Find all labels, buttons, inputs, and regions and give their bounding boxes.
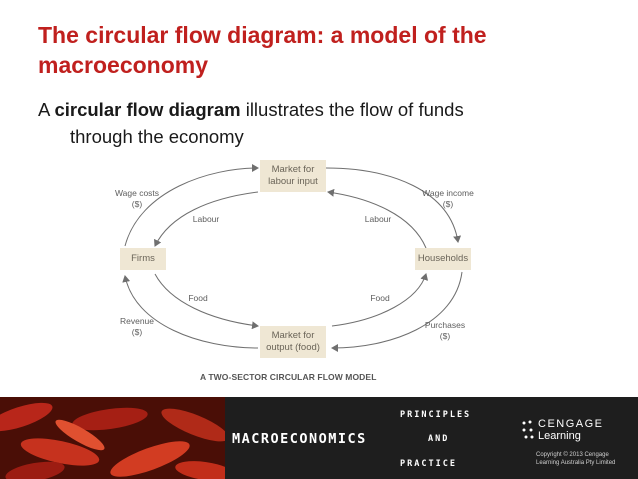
wage-costs-line1: Wage costs bbox=[114, 188, 160, 198]
publisher-sub: Learning bbox=[538, 430, 581, 442]
wage-income-arrow bbox=[325, 167, 462, 243]
market-output-line1: Market for bbox=[271, 330, 315, 341]
wage-income-line1: Wage income bbox=[422, 188, 474, 198]
flow-arrows bbox=[122, 164, 463, 352]
diagram-caption: A TWO-SECTOR CIRCULAR FLOW MODEL bbox=[200, 372, 377, 382]
wage-costs-arrow bbox=[124, 164, 259, 247]
purchases-line1: Purchases bbox=[424, 320, 466, 330]
households-node: Households bbox=[415, 248, 471, 270]
bullet-continuation: through the economy bbox=[70, 126, 244, 147]
slide-title: The circular flow diagram: a model of th… bbox=[38, 22, 487, 78]
purchases-arrow bbox=[331, 271, 463, 352]
labour-right-label: Labour bbox=[364, 214, 392, 224]
copyright-notice: Copyright © 2013 Cengage Learning Austra… bbox=[536, 451, 615, 467]
wage-costs-label: Wage costs ($) bbox=[112, 188, 162, 210]
cengage-logo-icon bbox=[522, 420, 534, 439]
wage-income-label: Wage income ($) bbox=[418, 188, 478, 210]
labour-left-label: Labour bbox=[192, 214, 220, 224]
copyright-line2: Learning Australia Pty Limited bbox=[536, 460, 616, 466]
and-label: AND bbox=[428, 434, 450, 444]
publisher-logo: CENGAGE Learning bbox=[538, 418, 604, 442]
wage-costs-line2: ($) bbox=[131, 199, 143, 209]
purchases-label: Purchases ($) bbox=[418, 320, 472, 342]
chilli-illustration bbox=[0, 397, 225, 479]
food-left-label: Food bbox=[188, 293, 208, 303]
food-left-arrow bbox=[154, 273, 259, 330]
market-output-line2: output (food) bbox=[266, 342, 320, 353]
book-title: MACROECONOMICS bbox=[232, 431, 367, 447]
market-labour-line1: Market for bbox=[271, 164, 315, 175]
publisher-name: CENGAGE bbox=[538, 418, 604, 430]
bullet-bold-term: circular flow diagram bbox=[54, 99, 241, 120]
market-output-node: Market for output (food) bbox=[260, 326, 326, 358]
bullet-prefix: A bbox=[38, 99, 55, 120]
food-right-label: Food bbox=[370, 293, 390, 303]
bullet-text: A circular flow diagram illustrates the … bbox=[38, 96, 598, 150]
market-labour-node: Market for labour input bbox=[260, 160, 326, 192]
copyright-line1: Copyright © 2013 Cengage bbox=[536, 452, 609, 458]
revenue-line2: ($) bbox=[131, 327, 143, 337]
chilli-image bbox=[0, 397, 225, 479]
market-labour-line2: labour input bbox=[268, 176, 318, 187]
labour-left-arrow bbox=[154, 191, 259, 247]
bullet-rest: illustrates the flow of funds bbox=[240, 99, 464, 120]
practice-label: PRACTICE bbox=[400, 459, 457, 469]
footer-banner: MACROECONOMICS PRINCIPLES AND PRACTICE C… bbox=[0, 397, 638, 479]
purchases-line2: ($) bbox=[439, 331, 451, 341]
households-label: Households bbox=[417, 253, 469, 264]
wage-income-line2: ($) bbox=[442, 199, 454, 209]
revenue-arrow bbox=[122, 275, 259, 349]
food-right-arrow bbox=[331, 273, 429, 327]
circular-flow-diagram: Market for labour input Firms Households… bbox=[100, 150, 500, 390]
revenue-line1: Revenue bbox=[119, 316, 155, 326]
firms-node: Firms bbox=[120, 248, 166, 270]
firms-label: Firms bbox=[131, 253, 155, 264]
principles-label: PRINCIPLES bbox=[400, 410, 472, 420]
revenue-label: Revenue ($) bbox=[114, 316, 160, 338]
labour-right-arrow bbox=[327, 188, 427, 249]
